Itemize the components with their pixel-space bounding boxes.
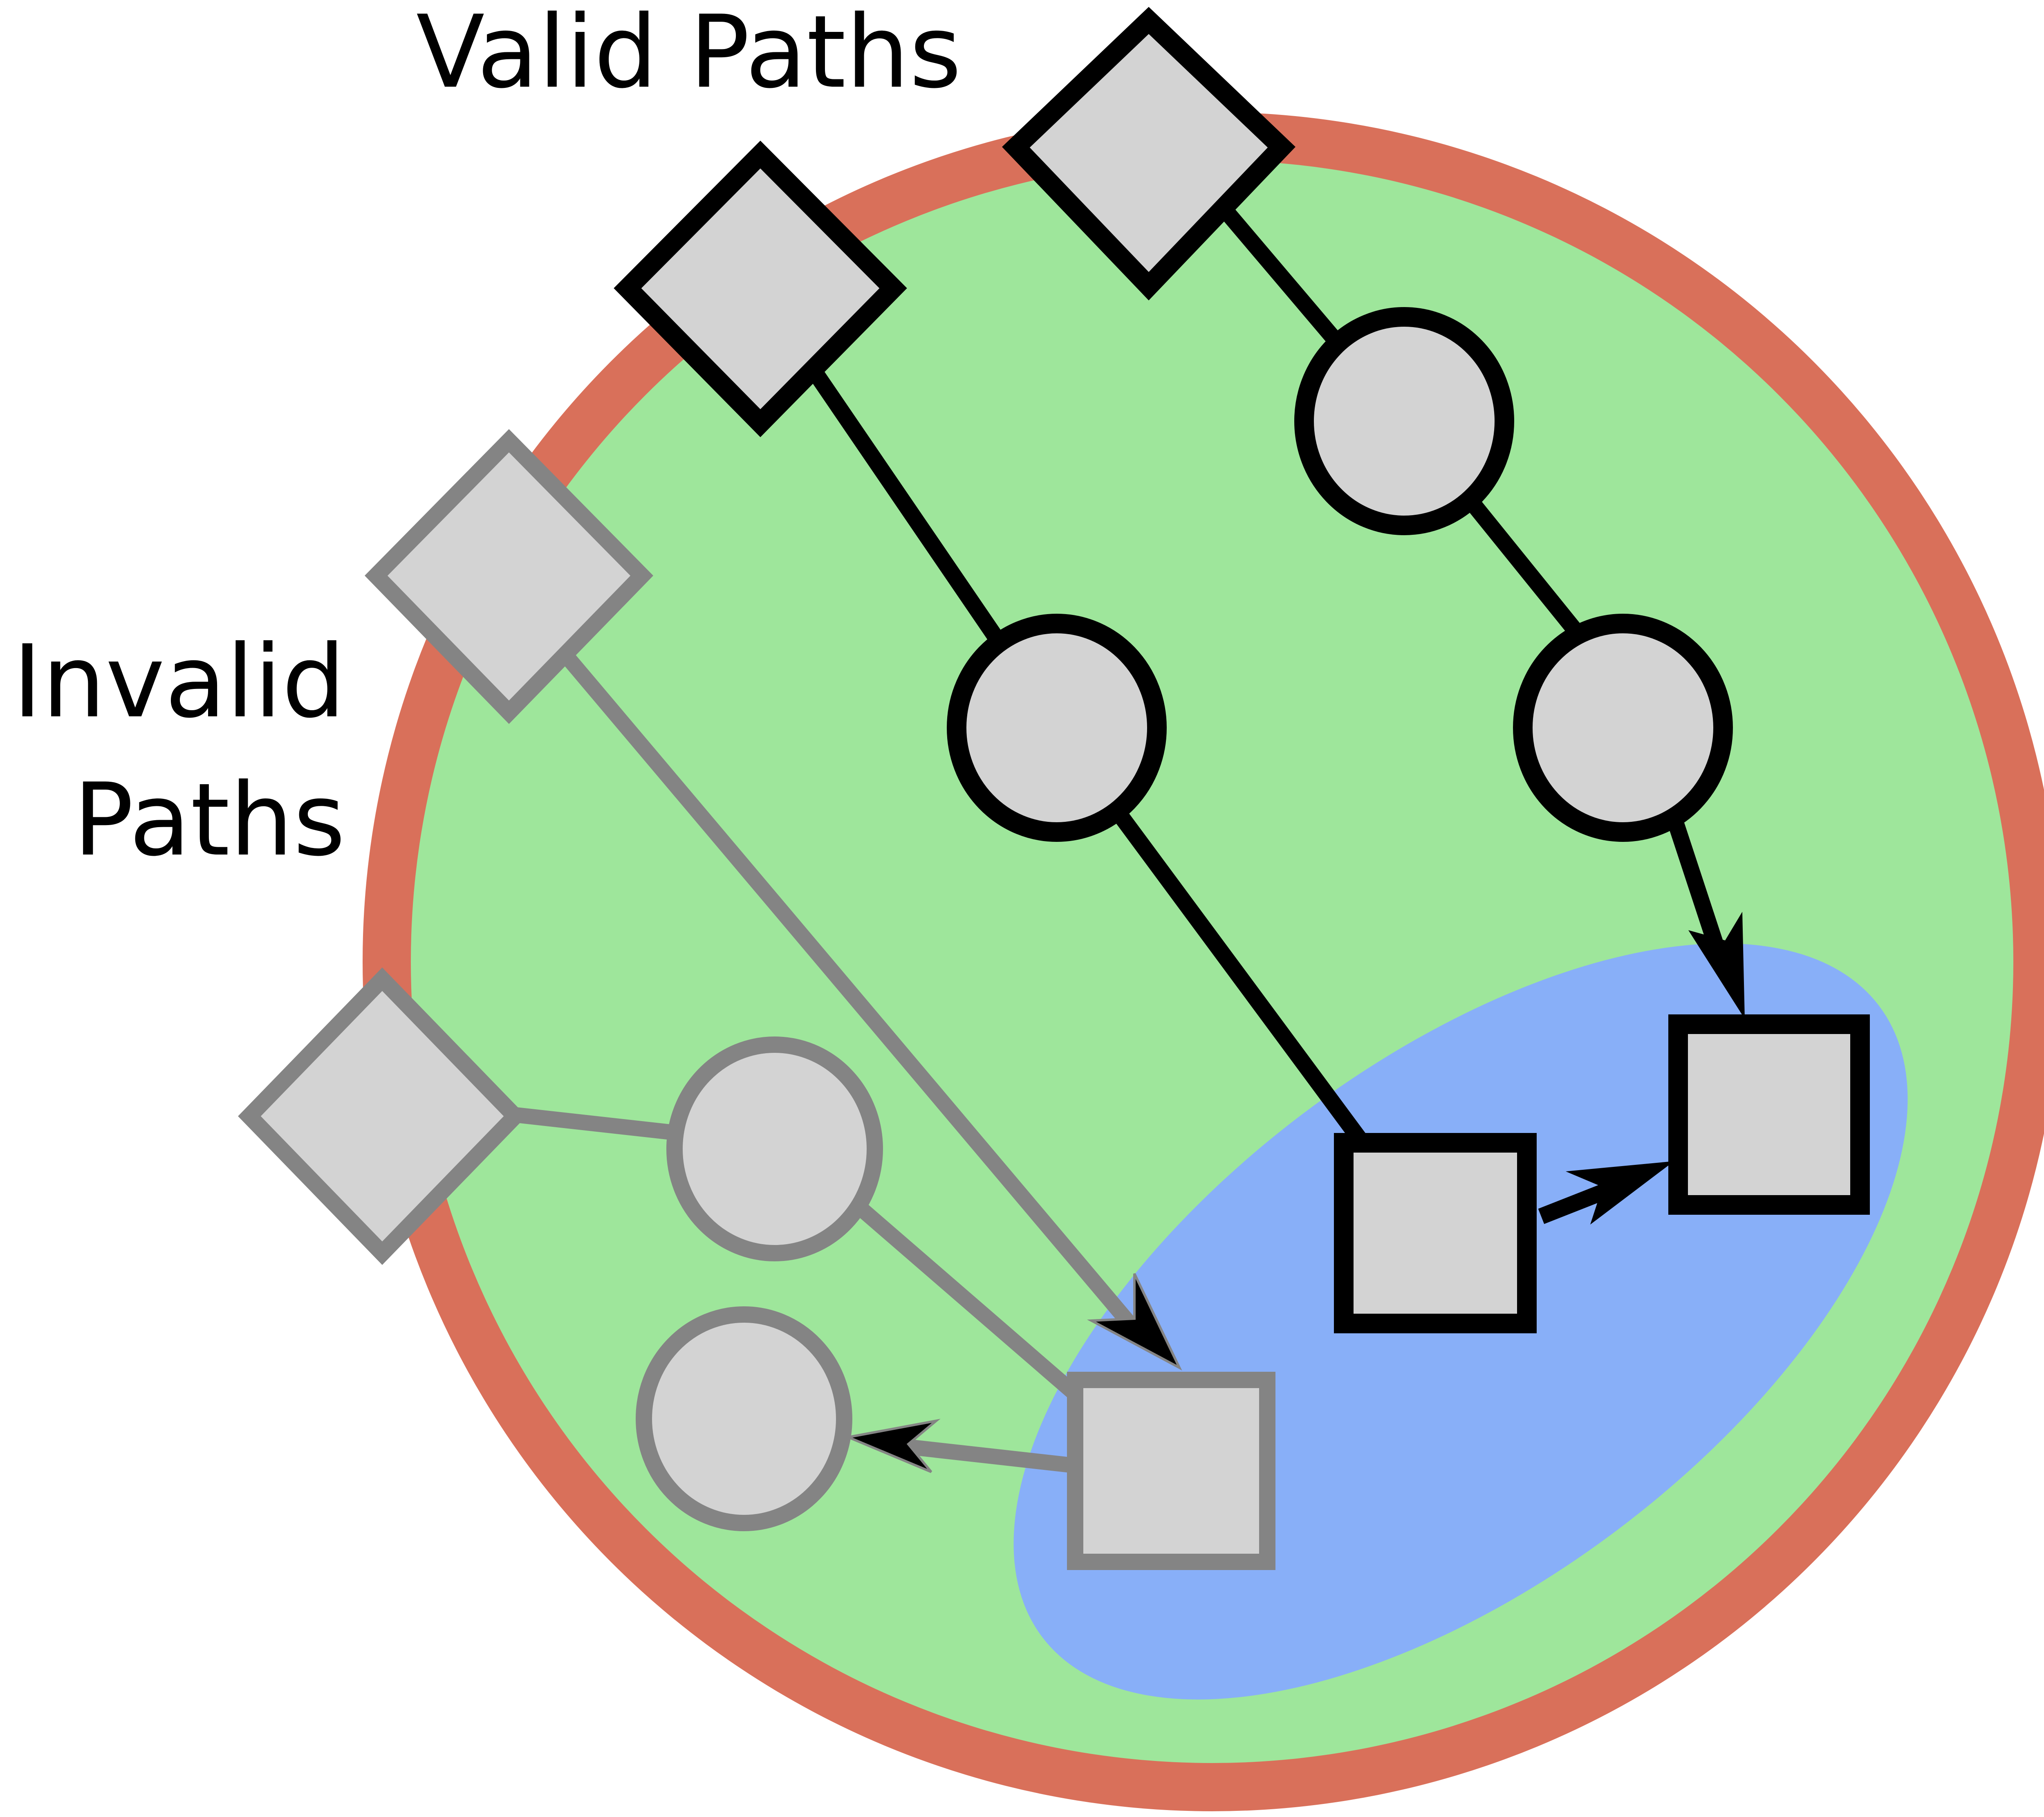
valid-edge — [1463, 494, 1588, 643]
valid-path-b — [805, 362, 1674, 1225]
valid-intermediate-circle — [1513, 614, 1733, 842]
valid-path-a — [1214, 199, 1745, 1019]
invalid-end-circle — [636, 1306, 852, 1531]
valid-paths-label: Valid Paths — [416, 0, 961, 110]
valid-start-diamond-left — [614, 140, 907, 437]
invalid-edge — [508, 1106, 676, 1140]
invalid-edge — [855, 1202, 1078, 1398]
valid-arrowhead — [1566, 1161, 1674, 1225]
valid-edge — [805, 362, 1006, 648]
invalid-arrowhead — [844, 1418, 941, 1473]
invalid-edge — [904, 1439, 1078, 1474]
valid-intermediate-circle — [1294, 307, 1514, 535]
valid-end-square — [1334, 1133, 1537, 1333]
invalid-intermediate-circle — [666, 1036, 883, 1261]
invalid-edge — [556, 646, 1139, 1332]
valid-intermediate-circle — [947, 614, 1167, 842]
invalid-path-d — [508, 1106, 1078, 1398]
invalid-start-diamond-lower — [238, 967, 527, 1265]
invalid-arrowhead — [1087, 1273, 1182, 1371]
valid-start-diamond-top — [1002, 7, 1295, 301]
invalid-start-diamond-upper — [365, 429, 653, 724]
invalid-end-square — [1067, 1372, 1275, 1570]
valid-end-square — [1668, 1014, 1870, 1215]
invalid-path-c — [556, 646, 1182, 1474]
valid-edge — [1538, 1183, 1610, 1224]
invalid-paths-label-line1: Invalid — [13, 624, 345, 740]
valid-edge — [1109, 805, 1378, 1160]
valid-arrowhead — [1688, 912, 1745, 1019]
valid-edge — [1214, 199, 1345, 350]
invalid-paths-label-line2: Paths — [73, 762, 345, 878]
